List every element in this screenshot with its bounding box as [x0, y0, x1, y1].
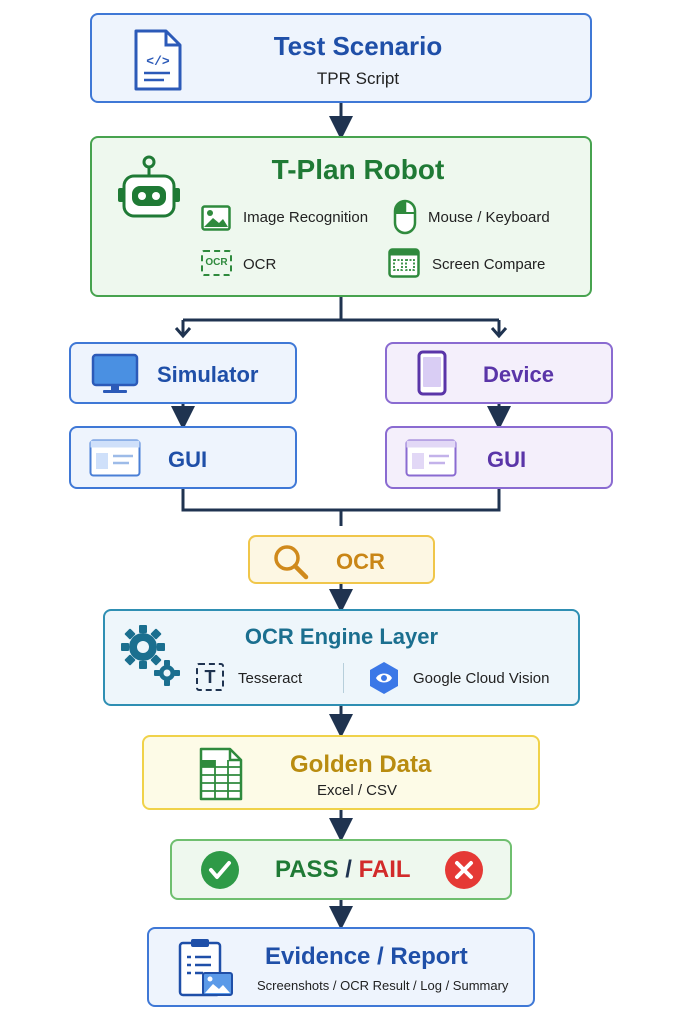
ocr-engine-box: OCR Engine Layer T Tesseract Google Clou…	[103, 609, 580, 706]
ocr-box: OCR	[248, 535, 435, 584]
result-box: PASS / FAIL	[170, 839, 512, 900]
arrow-robot-split	[181, 297, 501, 334]
tesseract-label: Tesseract	[238, 670, 303, 687]
simulator-label: Simulator	[157, 362, 259, 387]
ocr-label: OCR	[336, 549, 385, 574]
ocr-engine-title: OCR Engine Layer	[244, 624, 439, 649]
engine-divider	[343, 663, 344, 693]
test-scenario-subtitle: TPR Script	[316, 69, 400, 88]
feature-ocr: OCR	[243, 256, 277, 273]
screen-compare-icon	[388, 248, 420, 278]
image-icon	[201, 205, 231, 231]
gui-right-box: GUI	[385, 426, 613, 489]
result-text: PASS / FAIL	[275, 856, 411, 884]
window-icon	[89, 439, 141, 477]
spreadsheet-icon	[199, 747, 243, 801]
fail-label: FAIL	[358, 856, 411, 883]
evidence-subtitle: Screenshots / OCR Result / Log / Summary	[257, 978, 509, 993]
code-file-icon: </>	[134, 29, 182, 91]
arrow-gui-merge	[181, 489, 501, 526]
device-box: Device	[385, 342, 613, 404]
window-icon	[405, 439, 457, 477]
ocr-badge-icon: OCR	[201, 250, 232, 276]
feature-mouse-keyboard: Mouse / Keyboard	[428, 209, 550, 226]
monitor-icon	[91, 353, 139, 393]
phone-icon	[417, 350, 447, 396]
test-scenario-box: </> Test Scenario TPR Script	[90, 13, 592, 103]
gui-right-label: GUI	[487, 447, 527, 472]
robot-title: T-Plan Robot	[271, 154, 445, 185]
cross-icon	[445, 851, 483, 889]
pass-label: PASS	[275, 856, 339, 883]
golden-data-box: Golden Data Excel / CSV	[142, 735, 540, 810]
evidence-title: Evidence / Report	[265, 943, 468, 970]
magnifier-icon	[274, 545, 309, 580]
robot-icon	[118, 155, 180, 218]
gears-icon	[121, 625, 180, 686]
svg-text:</>: </>	[146, 54, 170, 69]
golden-data-subtitle: Excel / CSV	[317, 782, 398, 799]
tesseract-icon: T	[196, 663, 224, 691]
result-separator: /	[338, 856, 359, 883]
gui-left-box: GUI	[69, 426, 297, 489]
google-vision-label: Google Cloud Vision	[413, 670, 550, 687]
feature-screen-compare: Screen Compare	[432, 256, 546, 273]
evidence-box: Evidence / Report Screenshots / OCR Resu…	[147, 927, 535, 1007]
simulator-box: Simulator	[69, 342, 297, 404]
check-icon	[201, 851, 239, 889]
feature-image-recognition: Image Recognition	[243, 209, 369, 226]
device-label: Device	[483, 362, 554, 387]
golden-data-title: Golden Data	[290, 751, 432, 778]
test-scenario-title: Test Scenario	[273, 31, 443, 61]
clipboard-image-icon	[178, 939, 233, 997]
robot-box: T-Plan Robot Image Recognition Mouse / K…	[90, 136, 592, 297]
google-cloud-icon	[370, 662, 398, 694]
gui-left-label: GUI	[168, 447, 208, 472]
mouse-icon	[393, 199, 417, 235]
